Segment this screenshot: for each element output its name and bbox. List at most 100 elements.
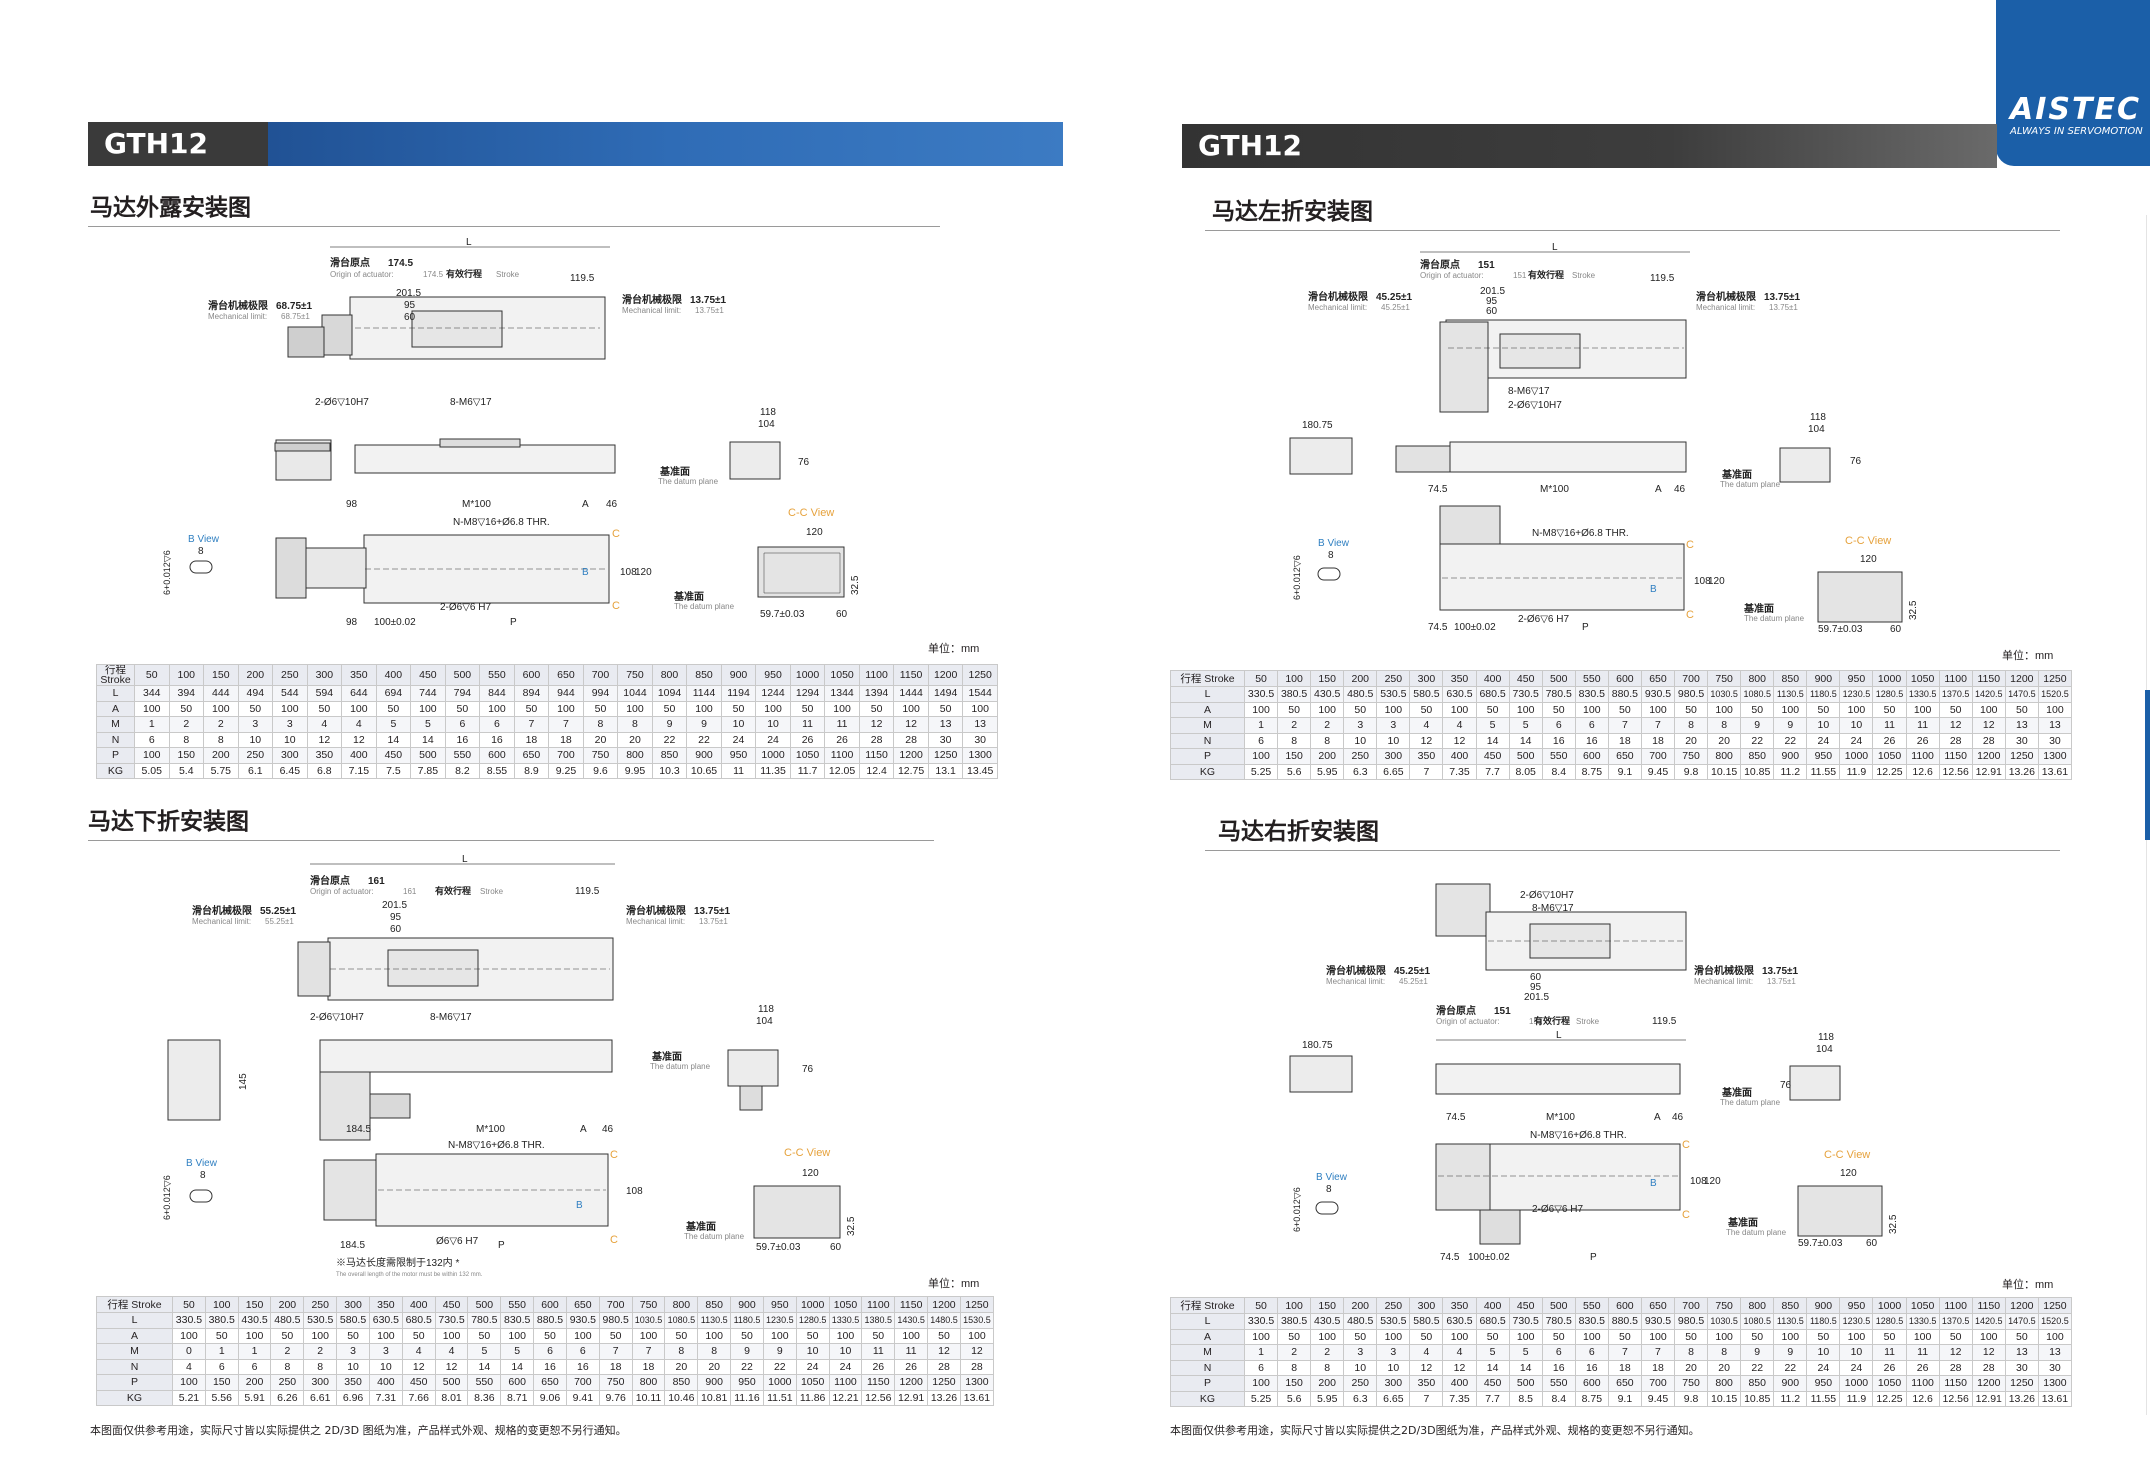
- table-cell: 830.5: [1574, 686, 1609, 703]
- row-label: KG: [96, 762, 135, 779]
- table-cell: 1380.5: [861, 1312, 896, 1329]
- table-cell: 100: [237, 1327, 272, 1344]
- dim-L: L: [1556, 1030, 1562, 1041]
- aistec-logo: AISTEC ALWAYS IN SERVOMOTION: [1996, 0, 2150, 166]
- table-cell: 16: [565, 1358, 600, 1375]
- dim-597: 59.7±0.03: [760, 609, 805, 620]
- row-label: 行程 Stroke: [1170, 1297, 1245, 1314]
- label-hole: 2-Ø6▽6 H7: [440, 602, 491, 613]
- table-cell: 10: [1839, 1344, 1874, 1361]
- table-cell: 11.16: [730, 1389, 764, 1406]
- table-cell: 28: [1938, 1359, 1973, 1376]
- table-cell: 500: [410, 747, 446, 764]
- table-cell: 200: [1343, 1297, 1378, 1314]
- dim-P: P: [1590, 1252, 1597, 1263]
- table-cell: 644: [341, 685, 377, 702]
- dim-120: 120: [1704, 1176, 1721, 1187]
- table-cell: 22: [686, 731, 722, 748]
- dim-118: 118: [1818, 1032, 1834, 1043]
- table-cell: 600: [1574, 748, 1609, 765]
- table-cell: 100: [1574, 1328, 1609, 1345]
- label-bview: B View: [1316, 1172, 1348, 1183]
- table-cell: 50: [664, 1327, 699, 1344]
- table-cell: 6.96: [336, 1389, 370, 1406]
- table-cell: 1050: [1872, 748, 1907, 765]
- label-stroke: 有效行程: [446, 268, 482, 279]
- table-cell: 1: [237, 1343, 272, 1360]
- table-cell: 11: [824, 716, 860, 733]
- table-cell: 11: [1905, 1344, 1940, 1361]
- table-cell: 100: [1839, 1328, 1874, 1345]
- section-title-rightfold: 马达右折安装图: [1218, 819, 1379, 845]
- table-cell: 1200: [1971, 748, 2006, 765]
- table-cell: 250: [1376, 1297, 1411, 1314]
- table-cell: 1420.5: [1971, 1313, 2006, 1330]
- table-cell: 150: [1310, 1297, 1345, 1314]
- table-cell: 350: [1409, 1375, 1444, 1392]
- dim-2015: 201.5: [1480, 286, 1505, 297]
- label-mech-right-en: Mechanical limit:: [622, 306, 681, 315]
- dim-104: 104: [758, 419, 775, 430]
- dim-1195: 119.5: [1650, 273, 1675, 284]
- table-cell: 300: [1409, 670, 1444, 687]
- row-label: L: [96, 685, 135, 702]
- table-cell: 1130.5: [1773, 686, 1808, 703]
- dim-46: 46: [602, 1124, 614, 1135]
- table-cell: 8: [1707, 717, 1742, 734]
- table-cell: 2: [1277, 1344, 1312, 1361]
- table-cell: 1150: [1971, 670, 2006, 687]
- table-cell: 7.66: [401, 1389, 436, 1406]
- table-cell: 1044: [617, 685, 653, 702]
- table-cell: 1000: [755, 747, 791, 764]
- table-cell: 900: [1773, 1375, 1808, 1392]
- dim-120: 120: [635, 567, 652, 578]
- table-cell: 1000: [1839, 1375, 1874, 1392]
- dim-108: 108: [1690, 1176, 1707, 1187]
- table-cell: 50: [401, 1327, 436, 1344]
- label-bview: B View: [1318, 538, 1350, 549]
- table-cell: 1050: [828, 1296, 863, 1313]
- dim-108: 108: [620, 567, 637, 578]
- table-cell: 100: [686, 700, 722, 717]
- table-cell: 12.05: [824, 762, 860, 779]
- table-cell: 1100: [824, 747, 860, 764]
- table-cell: 22: [1773, 732, 1808, 749]
- table-cell: 7: [598, 1343, 633, 1360]
- table-cell: 26: [861, 1358, 896, 1375]
- label-origin: 滑台原点: [310, 874, 350, 887]
- table-cell: 550: [444, 747, 481, 764]
- table-cell: 18: [631, 1358, 666, 1375]
- table-cell: 10: [1376, 1359, 1411, 1376]
- table-cell: 18: [1607, 732, 1642, 749]
- table-cell: 100: [631, 1327, 666, 1344]
- logo-brand: AISTEC: [2010, 92, 2141, 127]
- dim-108: 108: [1694, 576, 1711, 587]
- table-cell: 750: [1707, 670, 1742, 687]
- table-cell: 11.51: [762, 1389, 797, 1406]
- table-cell: 6: [479, 716, 515, 733]
- table-cell: 600: [1574, 1375, 1609, 1392]
- table-cell: 250: [272, 664, 308, 686]
- table-cell: 50: [1277, 701, 1312, 718]
- table-cell: 100: [755, 700, 791, 717]
- table-cell: 800: [617, 747, 653, 764]
- table-cell: 24: [795, 1358, 830, 1375]
- dim-P: P: [510, 617, 517, 628]
- table-cell: 1050: [1872, 1375, 1907, 1392]
- table-cell: 8.4: [1541, 1390, 1576, 1407]
- dim-100tol: 100±0.02: [1468, 1252, 1510, 1263]
- table-cell: 10: [720, 716, 757, 733]
- table-cell: 12: [927, 1343, 961, 1360]
- table-cell: 50: [1607, 1328, 1642, 1345]
- table-cell: 100: [500, 1327, 535, 1344]
- table-cell: 700: [582, 664, 619, 686]
- table-cell: 100: [1277, 1297, 1312, 1314]
- table-cell: 1180.5: [730, 1312, 764, 1329]
- table-cell: 300: [336, 1296, 370, 1313]
- section-rule: [88, 226, 940, 227]
- table-cell: 7.5: [375, 762, 412, 779]
- table-cell: 6.45: [272, 762, 308, 779]
- table-cell: 10: [272, 731, 308, 748]
